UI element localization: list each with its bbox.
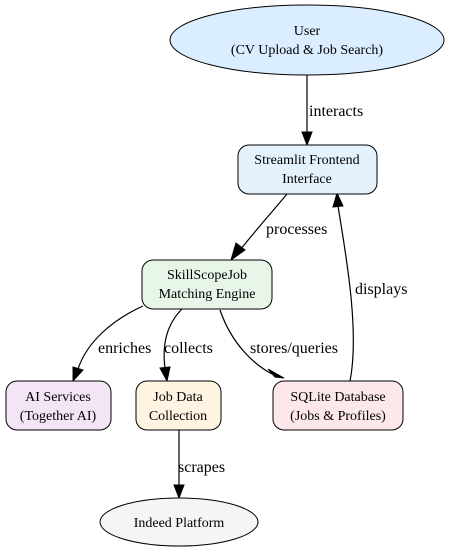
node-user-shape — [169, 4, 445, 76]
node-ai-services-label-line1: AI Services — [25, 390, 91, 405]
edge-processes: processes — [230, 193, 327, 262]
edge-label-collects: collects — [164, 340, 213, 357]
edge-collects: collects — [159, 308, 213, 383]
edge-scrapes-arrowhead — [173, 484, 185, 500]
node-engine-label-line2: Matching Engine — [159, 287, 256, 302]
edge-label-interacts: interacts — [309, 103, 363, 120]
edge-label-stores-queries: stores/queries — [250, 340, 338, 357]
node-ai-services: AI Services (Together AI) — [5, 380, 112, 431]
node-sqlite-shape — [272, 380, 404, 431]
edge-processes-arrowhead — [230, 242, 246, 262]
edge-collects-arrowhead — [159, 366, 171, 383]
edge-enriches: enriches — [72, 305, 151, 383]
node-user-label-line1: User — [294, 24, 321, 39]
edge-label-scrapes: scrapes — [178, 459, 225, 476]
edge-displays: displays — [332, 191, 407, 382]
node-frontend-label-line2: Interface — [282, 172, 332, 187]
edge-label-enriches: enriches — [98, 340, 151, 357]
node-engine: SkillScopeJob Matching Engine — [141, 259, 273, 310]
node-frontend: Streamlit Frontend Interface — [237, 144, 378, 195]
node-job-data: Job Data Collection — [135, 380, 222, 431]
node-engine-shape — [141, 259, 273, 310]
edge-interacts: interacts — [301, 75, 363, 147]
node-ai-services-shape — [5, 380, 112, 431]
edge-scrapes: scrapes — [173, 430, 225, 500]
node-engine-label-line1: SkillScopeJob — [167, 268, 247, 283]
edge-displays-arrowhead — [332, 191, 344, 208]
edge-enriches-arrowhead — [72, 366, 84, 383]
node-indeed-label: Indeed Platform — [134, 516, 225, 531]
edge-stores-queries-arrowhead — [267, 368, 285, 379]
node-user-label-line2: (CV Upload & Job Search) — [231, 43, 383, 58]
node-job-data-label-line1: Job Data — [153, 390, 203, 405]
node-sqlite-label-line1: SQLite Database — [290, 390, 385, 405]
node-indeed: Indeed Platform — [99, 497, 259, 547]
node-sqlite: SQLite Database (Jobs & Profiles) — [272, 380, 404, 431]
node-sqlite-label-line2: (Jobs & Profiles) — [290, 409, 386, 424]
node-user: User (CV Upload & Job Search) — [169, 4, 445, 76]
node-job-data-label-line2: Collection — [149, 409, 207, 424]
edge-label-processes: processes — [266, 221, 327, 238]
node-job-data-shape — [135, 380, 222, 431]
node-ai-services-label-line2: (Together AI) — [20, 409, 97, 424]
node-indeed-shape — [99, 497, 259, 547]
edge-stores-queries: stores/queries — [219, 309, 338, 379]
edge-interacts-arrowhead — [301, 131, 313, 147]
edge-label-displays: displays — [355, 281, 407, 298]
node-frontend-shape — [237, 144, 378, 195]
node-frontend-label-line1: Streamlit Frontend — [254, 153, 359, 168]
